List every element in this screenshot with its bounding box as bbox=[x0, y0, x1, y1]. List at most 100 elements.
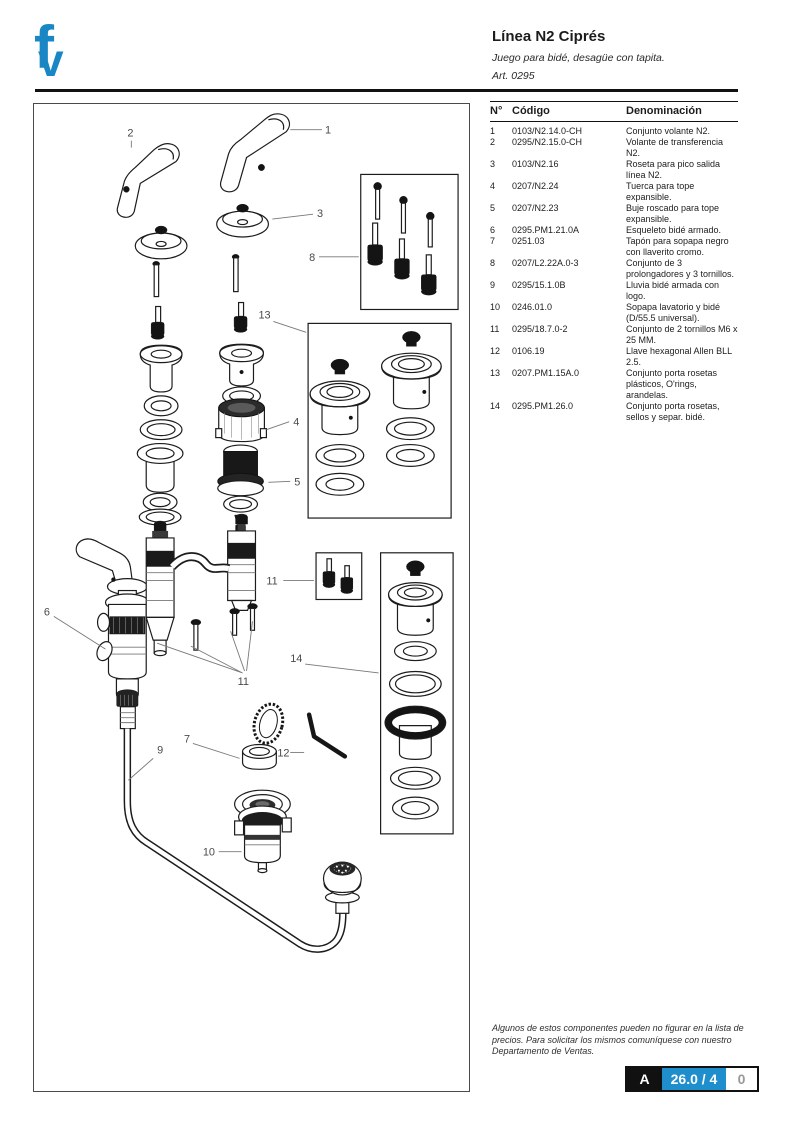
part-number: 3 bbox=[490, 159, 496, 169]
part-number: 6 bbox=[490, 225, 496, 235]
article-number: Art. 0295 bbox=[492, 70, 535, 82]
part-code: 0295/N2.15.0-CH bbox=[512, 137, 583, 147]
part-code: 0207/N2.24 bbox=[512, 181, 559, 191]
exploded-diagram: 1 2 3 4 5 6 7 8 9 10 11 11 12 13 14 bbox=[44, 113, 459, 953]
part-description: Esqueleto bidé armado. bbox=[626, 225, 722, 235]
footer-note: Algunos de estos componentes pueden no f… bbox=[492, 1023, 744, 1056]
badge-revision: 0 bbox=[726, 1068, 757, 1090]
part-code: 0207/N2.23 bbox=[512, 203, 559, 213]
part-description: Roseta para pico salida línea N2. bbox=[626, 159, 721, 180]
logo-letter-v: v bbox=[37, 34, 64, 86]
part-code: 0103/N2.14.0-CH bbox=[512, 126, 583, 136]
handle-left bbox=[116, 143, 180, 218]
lluvia-head bbox=[322, 861, 362, 914]
part-number: 1 bbox=[490, 126, 496, 136]
part-code: 0207/L2.22A.0-3 bbox=[512, 258, 579, 268]
callout-8-label: 8 bbox=[309, 252, 315, 264]
prolongadores-box bbox=[360, 173, 459, 311]
callout-11b-label: 11 bbox=[238, 676, 249, 688]
badge-section: A bbox=[627, 1068, 662, 1090]
part-description: Tapón para sopapa negro con llaverito cr… bbox=[626, 236, 729, 257]
callout-2-label: 2 bbox=[127, 128, 133, 140]
parts-table-header: N° Código Denominación bbox=[490, 101, 738, 122]
callout-12-label: 12 bbox=[277, 747, 289, 759]
tapon-sopapa bbox=[241, 702, 285, 770]
tornillos-box bbox=[315, 552, 363, 601]
callout-11-label: 11 bbox=[266, 576, 277, 588]
table-row: 1 0103/N2.14.0-CH Conjunto volante N2. bbox=[490, 126, 738, 137]
lluvia-pipe bbox=[116, 689, 347, 953]
header-num: N° bbox=[490, 105, 503, 117]
table-row: 4 0207/N2.24 Tuerca para tope expansible. bbox=[490, 181, 738, 203]
part-description: Conjunto de 3 prolongadores y 3 tornillo… bbox=[626, 258, 735, 279]
callout-7-label: 7 bbox=[184, 733, 190, 745]
table-row: 7 0251.03 Tapón para sopapa negro con llav… bbox=[490, 236, 738, 258]
parts-table: N° Código Denominación 1 0103/N2.14.0-CH C… bbox=[490, 101, 738, 423]
callout-6-label: 6 bbox=[44, 606, 50, 618]
callout-9-label: 9 bbox=[157, 744, 163, 756]
table-row: 11 0295/18.7.0-2 Conjunto de 2 tornillos M… bbox=[490, 324, 738, 346]
part-description: Conjunto volante N2. bbox=[626, 126, 711, 136]
header-code: Código bbox=[512, 105, 550, 117]
page-title: Línea N2 Ciprés bbox=[492, 28, 606, 45]
part-number: 7 bbox=[490, 236, 496, 246]
part-number: 2 bbox=[490, 137, 496, 147]
callout-lines bbox=[53, 129, 379, 853]
fv-logo: fv bbox=[34, 14, 64, 86]
part-code: 0251.03 bbox=[512, 236, 545, 246]
part-description: Conjunto porta rosetas plásticos, O'ring… bbox=[626, 368, 718, 400]
table-row: 3 0103/N2.16 Roseta para pico salida línea… bbox=[490, 159, 738, 181]
part-code: 0295/18.7.0-2 bbox=[512, 324, 568, 334]
part-number: 14 bbox=[490, 401, 501, 411]
part-code: 0295/15.1.0B bbox=[512, 280, 566, 290]
part-description: Conjunto de 2 tornillos M6 x 25 MM. bbox=[626, 324, 738, 345]
part-description: Volante de transferencia N2. bbox=[626, 137, 724, 158]
part-number: 4 bbox=[490, 181, 496, 191]
part-code: 0106.19 bbox=[512, 346, 545, 356]
badge-number: 26.0 / 4 bbox=[662, 1068, 726, 1090]
mount-screws bbox=[150, 254, 248, 340]
part-number: 9 bbox=[490, 280, 496, 290]
part-description: Tuerca para tope expansible. bbox=[626, 181, 695, 202]
part-description: Sopapa lavatorio y bidé (D/55.5 universa… bbox=[626, 302, 721, 323]
parts-table-body: 1 0103/N2.14.0-CH Conjunto volante N2. 2 029… bbox=[490, 126, 738, 423]
header-desc: Denominación bbox=[626, 105, 702, 117]
porta-rosetas-box bbox=[307, 322, 452, 519]
logo-letter-f: f bbox=[34, 14, 54, 81]
table-row: 9 0295/15.1.0B Lluvia bidé armada con logo… bbox=[490, 280, 738, 302]
part-number: 13 bbox=[490, 368, 501, 378]
sopapa-drain bbox=[234, 789, 292, 874]
handle-right bbox=[220, 113, 290, 193]
left-column-parts bbox=[136, 344, 184, 526]
sellos-box bbox=[380, 552, 454, 835]
callout-13-label: 13 bbox=[258, 309, 270, 321]
callout-4-label: 4 bbox=[293, 417, 299, 429]
callout-10-label: 10 bbox=[203, 847, 215, 859]
allen-key bbox=[306, 712, 348, 759]
header-rule bbox=[35, 89, 738, 92]
callout-3-label: 3 bbox=[317, 208, 323, 220]
part-description: Conjunto porta rosetas, sellos y separ. … bbox=[626, 401, 720, 422]
rosette-left bbox=[134, 225, 188, 260]
part-number: 5 bbox=[490, 203, 496, 213]
part-code: 0246.01.0 bbox=[512, 302, 553, 312]
part-number: 11 bbox=[490, 324, 500, 334]
callout-1-label: 1 bbox=[325, 125, 331, 137]
page-badge: A 26.0 / 4 0 bbox=[625, 1066, 759, 1092]
table-row: 2 0295/N2.15.0-CH Volante de transferencia… bbox=[490, 137, 738, 159]
part-number: 12 bbox=[490, 346, 501, 356]
part-description: Lluvia bidé armada con logo. bbox=[626, 280, 720, 301]
rosette-right bbox=[216, 203, 269, 238]
right-column-parts bbox=[215, 343, 267, 533]
table-row: 14 0295.PM1.26.0 Conjunto porta rosetas, s… bbox=[490, 401, 738, 423]
part-code: 0103/N2.16 bbox=[512, 159, 559, 169]
diagram-frame: 1 2 3 4 5 6 7 8 9 10 11 11 12 13 14 bbox=[33, 103, 470, 1092]
part-code: 0207.PM1.15A.0 bbox=[512, 368, 580, 378]
callout-5-label: 5 bbox=[294, 476, 300, 488]
part-code: 0295.PM1.26.0 bbox=[512, 401, 574, 411]
